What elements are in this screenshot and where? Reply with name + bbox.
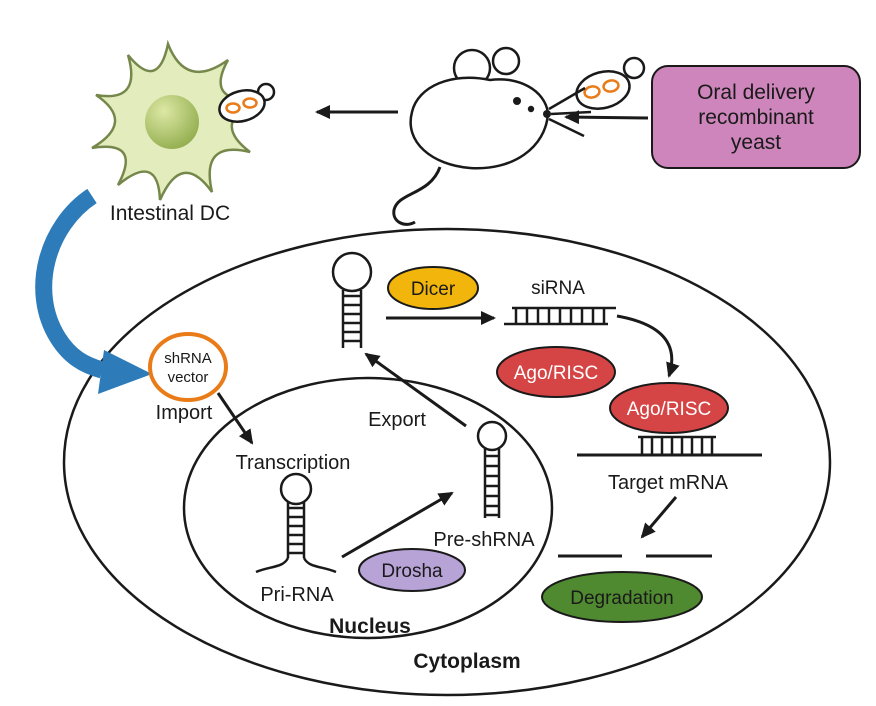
- arrow-export: [364, 352, 467, 428]
- dicer-enzyme: [387, 266, 479, 310]
- ago-risc-left-label: Ago/RISC: [514, 363, 598, 384]
- export-label: Export: [368, 409, 426, 431]
- oral-delivery-label-line3: yeast: [731, 131, 781, 154]
- degradation-label: Degradation: [570, 588, 674, 609]
- arrow-box-to-mouse: [564, 110, 649, 125]
- hairpin-stem: [341, 290, 363, 348]
- sirna-duplex-icon: [504, 306, 616, 326]
- pri-rna-hairpin-icon: [255, 472, 337, 574]
- intestinal-dc-label: Intestinal DC: [110, 202, 230, 225]
- nucleus-label: Nucleus: [329, 615, 411, 638]
- import-label: Import: [156, 402, 213, 424]
- mouse-icon: [392, 46, 592, 226]
- hairpin-stem: [255, 502, 337, 574]
- target-mrna-label: Target mRNA: [608, 472, 729, 494]
- dicer-label: Dicer: [411, 279, 456, 300]
- plasmid-icon: [602, 79, 620, 93]
- arrow-import: [216, 392, 254, 445]
- ago-risc-right-label: Ago/RISC: [627, 399, 711, 420]
- blue-arrow-head: [98, 350, 152, 394]
- mouse-nose: [543, 110, 551, 118]
- target-mrna-icon: [577, 435, 762, 457]
- dendritic-cell-nucleus: [145, 95, 199, 149]
- cytoplasm-shrna-hairpin-icon: [331, 251, 373, 348]
- arrow-drosha-processing: [341, 491, 454, 559]
- mouse-tail: [392, 166, 442, 226]
- oral-delivery-label-line2: recombinant: [698, 106, 814, 129]
- blue-arrow-shaft: [35, 188, 105, 379]
- hairpin-stem: [483, 449, 501, 518]
- degradation-badge: [541, 571, 703, 623]
- drosha-enzyme: [358, 548, 466, 592]
- transcription-label: Transcription: [236, 452, 351, 474]
- shrna-vector-label-line2: vector: [168, 369, 209, 386]
- yeast-bud: [622, 56, 646, 80]
- plasmid-icon: [225, 102, 241, 114]
- plasmid-icon: [583, 85, 601, 99]
- pri-rna-label: Pri-RNA: [260, 584, 334, 606]
- dendritic-cell-icon: [91, 39, 276, 201]
- pre-shrna-label: Pre-shRNA: [433, 529, 535, 551]
- shrna-vector-circle: [148, 332, 228, 402]
- hairpin-loop: [331, 251, 373, 293]
- hairpin-loop: [279, 472, 313, 506]
- plasmid-icon: [242, 97, 258, 109]
- arrow-sirna-loading: [616, 314, 680, 378]
- sirna-label: siRNA: [531, 278, 585, 299]
- oral-delivery-label-line1: Oral delivery: [697, 81, 815, 104]
- hairpin-loop: [476, 420, 508, 452]
- arrow-degradation: [640, 496, 678, 539]
- mouse-eye: [527, 105, 535, 113]
- mouse-body: [409, 76, 550, 170]
- ago-risc-complex-left: [496, 346, 616, 398]
- mouse-eye: [513, 97, 521, 105]
- blue-delivery-arrow: [35, 188, 152, 394]
- mouse-whiskers: [548, 86, 592, 138]
- shrna-vector-label-line1: shRNA: [164, 350, 212, 367]
- engulfed-yeast-icon: [218, 82, 276, 123]
- recombinant-yeast-icon: [575, 56, 646, 110]
- pre-shrna-hairpin-icon: [476, 420, 508, 518]
- ago-risc-complex-right: [609, 382, 729, 434]
- drosha-label: Drosha: [381, 561, 443, 582]
- oral-delivery-box: [651, 65, 861, 169]
- cytoplasm-label: Cytoplasm: [413, 650, 520, 673]
- mouse-ear-icon: [491, 46, 521, 76]
